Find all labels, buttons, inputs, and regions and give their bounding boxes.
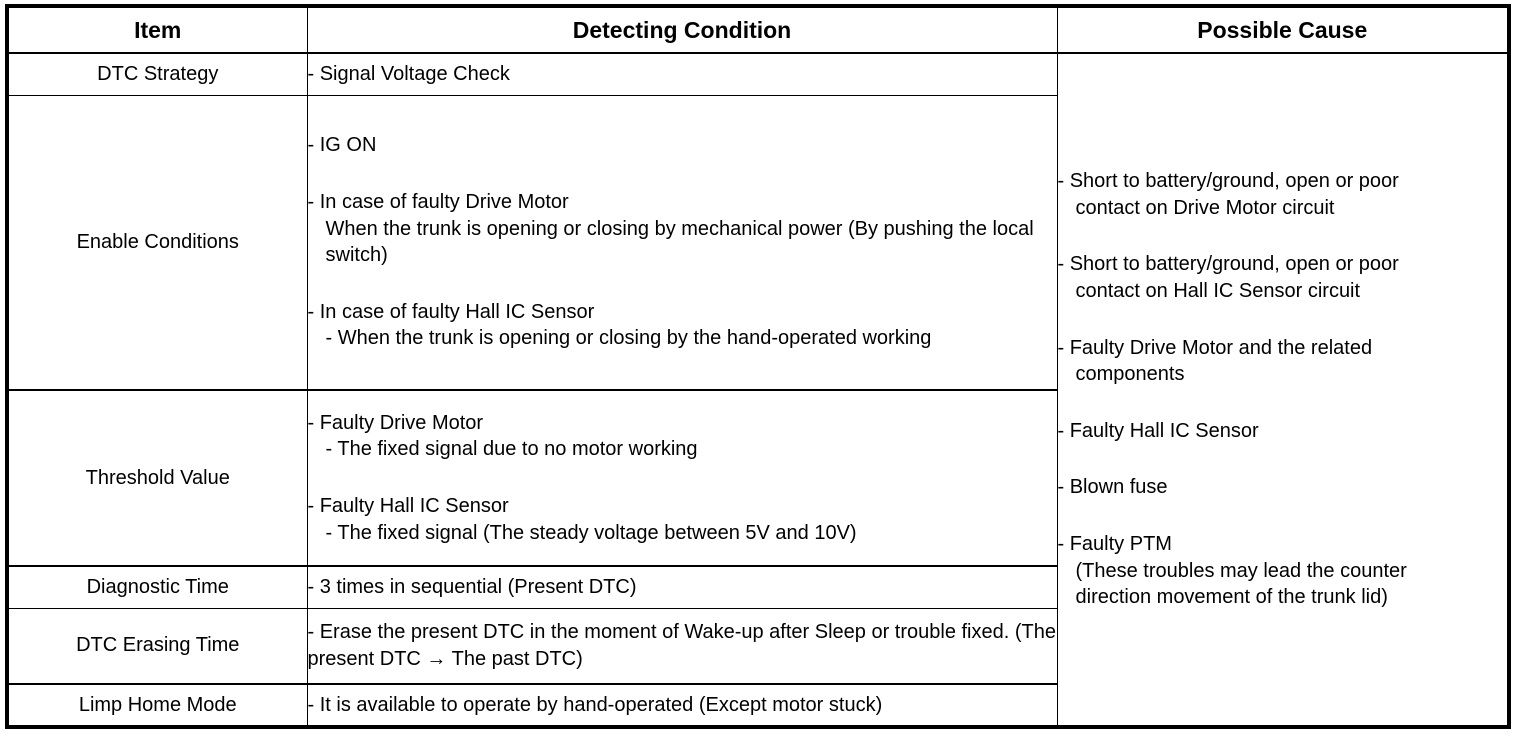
cause-bullet: - Faulty PTM xyxy=(1057,532,1172,555)
condition-block: - Faulty Drive Motor - The fixed signal … xyxy=(308,410,1057,463)
cause-continuation: contact on Hall IC Sensor circuit xyxy=(1075,280,1361,303)
table-row-enable-conditions: Enable Conditions - IG ON - In case of f… xyxy=(6,94,1509,391)
condition-bullet: - It is available to operate by hand-ope… xyxy=(307,693,883,716)
condition-block: - IG ON xyxy=(308,132,1057,159)
condition-bullet: - Faulty Drive Motor xyxy=(307,411,484,434)
cause-continuation: direction movement of the trunk lid) xyxy=(1075,586,1388,609)
condition-sub-bullet: - The fixed signal (The steady voltage b… xyxy=(325,521,857,544)
cause-item: - Short to battery/ground, open or poor … xyxy=(1058,251,1508,304)
condition-block: - 3 times in sequential (Present DTC) xyxy=(308,574,1057,601)
row-condition-threshold-value: - Faulty Drive Motor - The fixed signal … xyxy=(306,389,1058,567)
cause-continuation: contact on Drive Motor circuit xyxy=(1075,196,1335,219)
condition-block: - Faulty Hall IC Sensor - The fixed sign… xyxy=(308,493,1057,546)
cause-item: - Faulty Hall IC Sensor xyxy=(1058,418,1508,445)
cause-continuation: (These troubles may lead the counter xyxy=(1075,559,1407,582)
possible-cause-cell: - Short to battery/ground, open or poor … xyxy=(1056,52,1510,728)
condition-bullet: - 3 times in sequential (Present DTC) xyxy=(307,575,637,598)
table-row-dtc-strategy: DTC Strategy - Signal Voltage Check - Sh… xyxy=(6,52,1510,728)
table-row-diagnostic-time: Diagnostic Time - 3 times in sequential … xyxy=(6,565,1509,609)
row-condition-dtc-erasing-time: - Erase the present DTC in the moment of… xyxy=(306,607,1058,685)
table-header-row: Item Detecting Condition Possible Cause xyxy=(6,5,1510,54)
cause-bullet: - Faulty Drive Motor and the related xyxy=(1057,336,1373,359)
table-row-threshold-value: Threshold Value - Faulty Drive Motor - T… xyxy=(6,389,1509,567)
cause-bullet: - Faulty Hall IC Sensor xyxy=(1057,419,1259,442)
condition-block: - Erase the present DTC in the moment of… xyxy=(308,619,1057,672)
row-condition-limp-home-mode: - It is available to operate by hand-ope… xyxy=(306,683,1058,728)
condition-bullet: - Faulty Hall IC Sensor xyxy=(307,495,509,517)
row-label-limp-home-mode: Limp Home Mode xyxy=(6,683,308,728)
condition-block: - In case of faulty Hall IC Sensor - Whe… xyxy=(308,299,1057,352)
condition-block: - It is available to operate by hand-ope… xyxy=(308,692,1057,719)
column-header-item: Item xyxy=(6,5,308,54)
row-label-threshold-value: Threshold Value xyxy=(6,389,308,567)
table-row-limp-home-mode: Limp Home Mode - It is available to oper… xyxy=(6,683,1509,728)
cause-item: - Blown fuse xyxy=(1058,474,1508,501)
condition-bullet: - IG ON xyxy=(307,134,377,157)
cause-bullet: - Short to battery/ground, open or poor xyxy=(1057,170,1399,193)
cause-item: - Short to battery/ground, open or poor … xyxy=(1058,168,1508,221)
cause-continuation: components xyxy=(1075,363,1185,386)
row-condition-dtc-strategy: - Signal Voltage Check xyxy=(306,52,1058,96)
dtc-diagnostic-table: Item Detecting Condition Possible Cause … xyxy=(5,4,1511,729)
condition-sub-bullet: - The fixed signal due to no motor worki… xyxy=(325,438,698,461)
condition-block: - Signal Voltage Check xyxy=(308,61,1057,88)
cause-item: - Faulty Drive Motor and the related com… xyxy=(1058,335,1508,388)
row-label-enable-conditions: Enable Conditions xyxy=(6,94,308,391)
cause-bullet: - Short to battery/ground, open or poor xyxy=(1057,253,1399,276)
condition-bullet: - In case of faulty Drive Motor xyxy=(307,191,569,214)
condition-bullet: - Erase the present DTC in the moment of… xyxy=(307,621,1057,670)
column-header-detecting-condition: Detecting Condition xyxy=(306,5,1058,54)
condition-bullet: - Signal Voltage Check xyxy=(307,62,510,85)
row-condition-enable-conditions: - IG ON - In case of faulty Drive Motor … xyxy=(306,94,1058,391)
condition-continuation: When the trunk is opening or closing by … xyxy=(325,217,1034,267)
row-label-dtc-erasing-time: DTC Erasing Time xyxy=(6,607,308,685)
condition-sub-bullet: - When the trunk is opening or closing b… xyxy=(325,327,932,350)
cause-bullet: - Blown fuse xyxy=(1057,476,1168,499)
condition-bullet: - In case of faulty Hall IC Sensor xyxy=(307,300,595,323)
column-header-possible-cause: Possible Cause xyxy=(1056,5,1510,54)
row-condition-diagnostic-time: - 3 times in sequential (Present DTC) xyxy=(306,565,1058,609)
condition-block: - In case of faulty Drive Motor When the… xyxy=(308,189,1057,269)
row-label-dtc-strategy: DTC Strategy xyxy=(6,52,308,96)
table-row-dtc-erasing-time: DTC Erasing Time - Erase the present DTC… xyxy=(6,607,1509,685)
row-label-diagnostic-time: Diagnostic Time xyxy=(6,565,308,609)
cause-item: - Faulty PTM (These troubles may lead th… xyxy=(1058,531,1508,611)
